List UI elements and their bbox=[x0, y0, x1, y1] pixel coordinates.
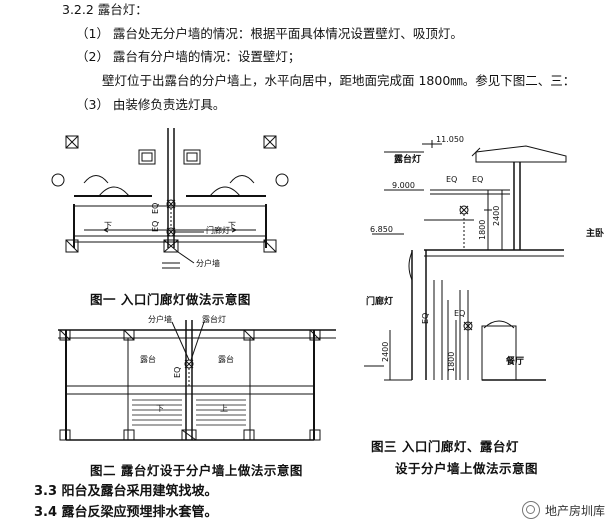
item-1: （1） 露台处无分户墙的情况：根据平面具体情况设置壁灯、吸顶灯。 bbox=[76, 26, 463, 41]
item-2-detail: 壁灯位于出露台的分户墙上，水平向居中，距地面完成面 1800㎜。参见下图二、三： bbox=[102, 73, 576, 88]
fig2-terrace-lamp-label: 露台灯 bbox=[202, 314, 226, 324]
fig1-down-label-b: 下 bbox=[228, 221, 236, 230]
fig1-down-label-a: 下 bbox=[104, 221, 112, 230]
fig2-down-label: 下 bbox=[156, 404, 164, 413]
fig3-dim-2400-upper: 2400 bbox=[492, 206, 501, 226]
fig3-dim-1800-upper: 1800 bbox=[478, 220, 487, 240]
fig3-elev-mid: 9.000 bbox=[392, 181, 415, 190]
section-heading: 3.2.2 露台灯： bbox=[62, 2, 148, 17]
fig1-eq-label-b: EQ bbox=[151, 221, 160, 232]
watermark: 地产房圳库 bbox=[521, 501, 605, 519]
footer-line-2: 3.4 露台反梁应预埋排水套管。 bbox=[34, 505, 218, 520]
fig3-eq-label-c: EQ bbox=[421, 313, 430, 324]
item-2: （2） 露台有分户墙的情况：设置壁灯； bbox=[76, 49, 301, 64]
fig3-eq-label-d: EQ bbox=[454, 309, 465, 318]
fig3-terrace-lamp-label: 露台灯 bbox=[394, 153, 421, 165]
fig3-master-label: 主卧 bbox=[586, 227, 604, 239]
fig3-door-lamp-label: 门廊灯 bbox=[366, 295, 393, 307]
figure-3-drawing: 11.050 9.000 6.850 露台灯 门廊灯 EQ EQ 2400 18… bbox=[364, 135, 604, 381]
item-3: （3） 由装修负责选灯具。 bbox=[76, 97, 226, 112]
figure-2-drawing: 分户墙 露台灯 露台 露台 EQ 下 上 bbox=[58, 314, 336, 441]
fig3-dim-1800-lower: 1800 bbox=[447, 352, 456, 372]
fig2-terrace-label-b: 露台 bbox=[218, 354, 234, 364]
figure-1-caption: 图一 入口门廊灯做法示意图 bbox=[90, 292, 251, 307]
figure-1-drawing: EQ EQ 门廊灯 分户墙 下 下 bbox=[51, 128, 289, 269]
fig2-terrace-label-a: 露台 bbox=[140, 354, 156, 364]
figure-3-caption-line-1: 图三 入口门廊灯、露台灯 bbox=[371, 439, 519, 454]
figure-2-caption: 图二 露台灯设于分户墙上做法示意图 bbox=[90, 463, 303, 478]
fig3-elev-top: 11.050 bbox=[436, 135, 464, 144]
fig2-up-label: 上 bbox=[220, 404, 228, 413]
fig3-eq-label-a: EQ bbox=[446, 175, 457, 184]
fig3-elev-low: 6.850 bbox=[370, 225, 393, 234]
fig3-dim-2400-lower: 2400 bbox=[381, 342, 390, 362]
fig1-door-lamp-label: 门廊灯 bbox=[206, 225, 230, 235]
figure-3-caption-line-2: 设于分户墙上做法示意图 bbox=[395, 461, 539, 476]
fig2-party-wall-label: 分户墙 bbox=[148, 314, 172, 324]
fig1-eq-label-a: EQ bbox=[151, 203, 160, 214]
watermark-text: 地产房圳库 bbox=[544, 503, 605, 518]
fig3-dining-label: 餐厅 bbox=[505, 355, 524, 367]
fig2-eq-label: EQ bbox=[173, 367, 182, 378]
fig3-eq-label-b: EQ bbox=[472, 175, 483, 184]
footer-line-1: 3.3 阳台及露台采用建筑找坡。 bbox=[34, 484, 218, 499]
fig1-party-wall-label: 分户墙 bbox=[196, 258, 220, 268]
wechat-logo-icon bbox=[521, 501, 540, 519]
